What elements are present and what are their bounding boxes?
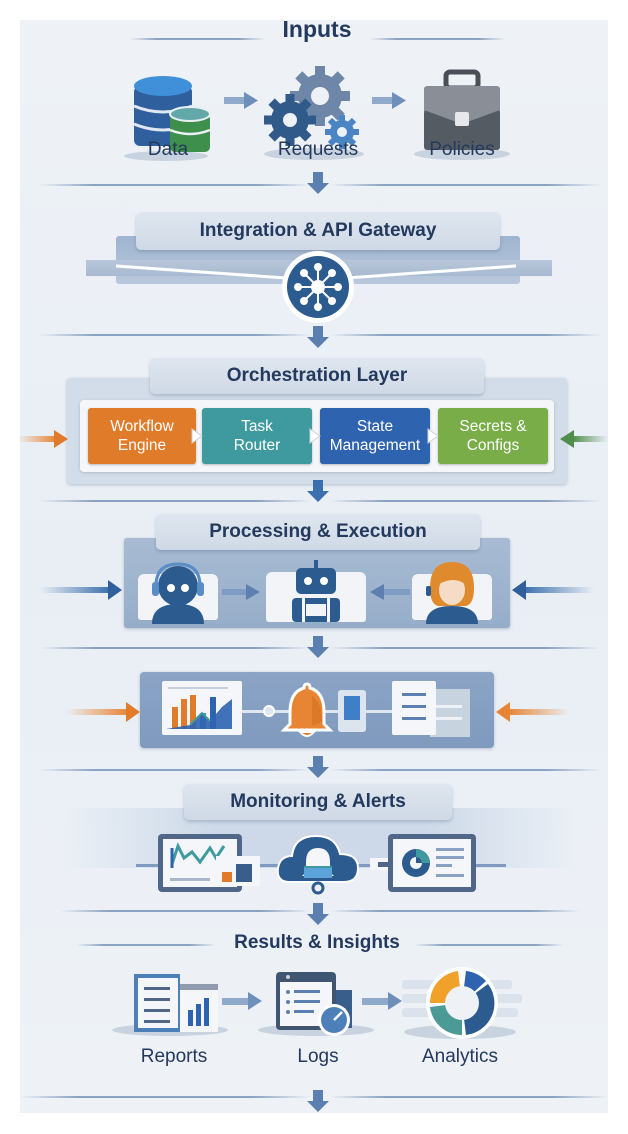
chevron-right-icon	[309, 428, 321, 444]
input-arrow-left-orange	[18, 430, 68, 448]
divider-results-left	[76, 944, 216, 946]
section-title-processing: Processing & Execution	[156, 514, 480, 550]
divider-2b	[330, 334, 600, 336]
section-title-results: Results & Insights	[234, 932, 400, 953]
human-agent-female-icon	[426, 562, 478, 624]
device-icon	[338, 690, 366, 732]
document-list-icon	[392, 681, 470, 737]
divider-4b	[330, 647, 600, 649]
divider-3b	[330, 500, 600, 502]
input-arrow-right-blue	[512, 580, 594, 600]
divider-5	[40, 769, 310, 771]
donut-chart-icon	[402, 967, 522, 1039]
flow-arrow-reports-to-logs	[222, 992, 262, 1010]
component-secrets-configs-line1: Secrets &	[459, 418, 527, 435]
component-secrets-configs-line2: Configs	[466, 437, 520, 454]
input-label-policies: Policies	[429, 139, 495, 160]
event-node-icon	[263, 705, 275, 717]
gears-icon	[264, 66, 364, 160]
result-label-analytics: Analytics	[421, 1046, 499, 1067]
flow-arrow-logs-to-analytics	[362, 992, 402, 1010]
chevron-right-icon	[191, 428, 203, 444]
result-label-logs: Logs	[297, 1046, 339, 1067]
divider-1	[40, 184, 310, 186]
chevron-right-icon	[427, 428, 439, 444]
divider-3	[40, 500, 310, 502]
component-state-management-line2: Management	[329, 437, 421, 454]
input-label-requests: Requests	[277, 139, 359, 160]
component-workflow-engine-line1: Workflow	[110, 418, 174, 435]
database-icon	[124, 76, 211, 161]
divider-4	[40, 647, 310, 649]
pie-chart-monitor-icon	[370, 834, 476, 892]
input-arrow-left-blue	[40, 580, 122, 600]
report-icon	[112, 974, 228, 1036]
section-title-inputs: Inputs	[282, 16, 352, 42]
divider-inputs-left	[130, 38, 265, 40]
input-label-data: Data	[147, 139, 189, 160]
cloud-bell-icon	[276, 834, 360, 895]
robot-icon	[292, 560, 340, 622]
flow-arrow-requests-to-policies	[372, 92, 406, 109]
divider-6	[60, 910, 310, 912]
hub-network-icon	[282, 251, 354, 323]
component-task-router-line1: Task	[241, 418, 273, 435]
handoff-arrow-left	[370, 584, 410, 600]
divider-7b	[330, 1096, 608, 1098]
divider-inputs-right	[370, 38, 505, 40]
logs-gauge-icon	[258, 972, 374, 1036]
flow-arrow-data-to-requests	[224, 92, 258, 109]
divider-2	[40, 334, 310, 336]
bar-chart-icon	[162, 681, 242, 735]
component-secrets-configs: Secrets & Configs	[438, 408, 548, 464]
line-chart-monitor-icon	[158, 834, 260, 892]
result-label-reports: Reports	[140, 1046, 208, 1067]
input-arrow-right-green	[560, 430, 608, 448]
section-title-monitoring: Monitoring & Alerts	[184, 784, 452, 820]
component-workflow-engine-line2: Engine	[117, 437, 167, 454]
section-title-gateway: Integration & API Gateway	[136, 212, 500, 250]
component-state-management-line1: State	[356, 418, 394, 435]
component-task-router-line2: Router	[233, 437, 281, 454]
human-agent-headset-icon	[152, 562, 204, 624]
briefcase-icon	[414, 69, 510, 160]
section-title-orchestration: Orchestration Layer	[150, 358, 484, 394]
divider-6b	[330, 910, 580, 912]
bell-icon	[280, 682, 334, 737]
divider-results-right	[414, 944, 564, 946]
handoff-arrow-right	[222, 584, 260, 600]
input-arrow-right-orange	[496, 702, 570, 722]
divider-7	[20, 1096, 310, 1098]
input-arrow-left-orange-2	[66, 702, 140, 722]
divider-5b	[330, 769, 600, 771]
divider-1b	[330, 184, 600, 186]
